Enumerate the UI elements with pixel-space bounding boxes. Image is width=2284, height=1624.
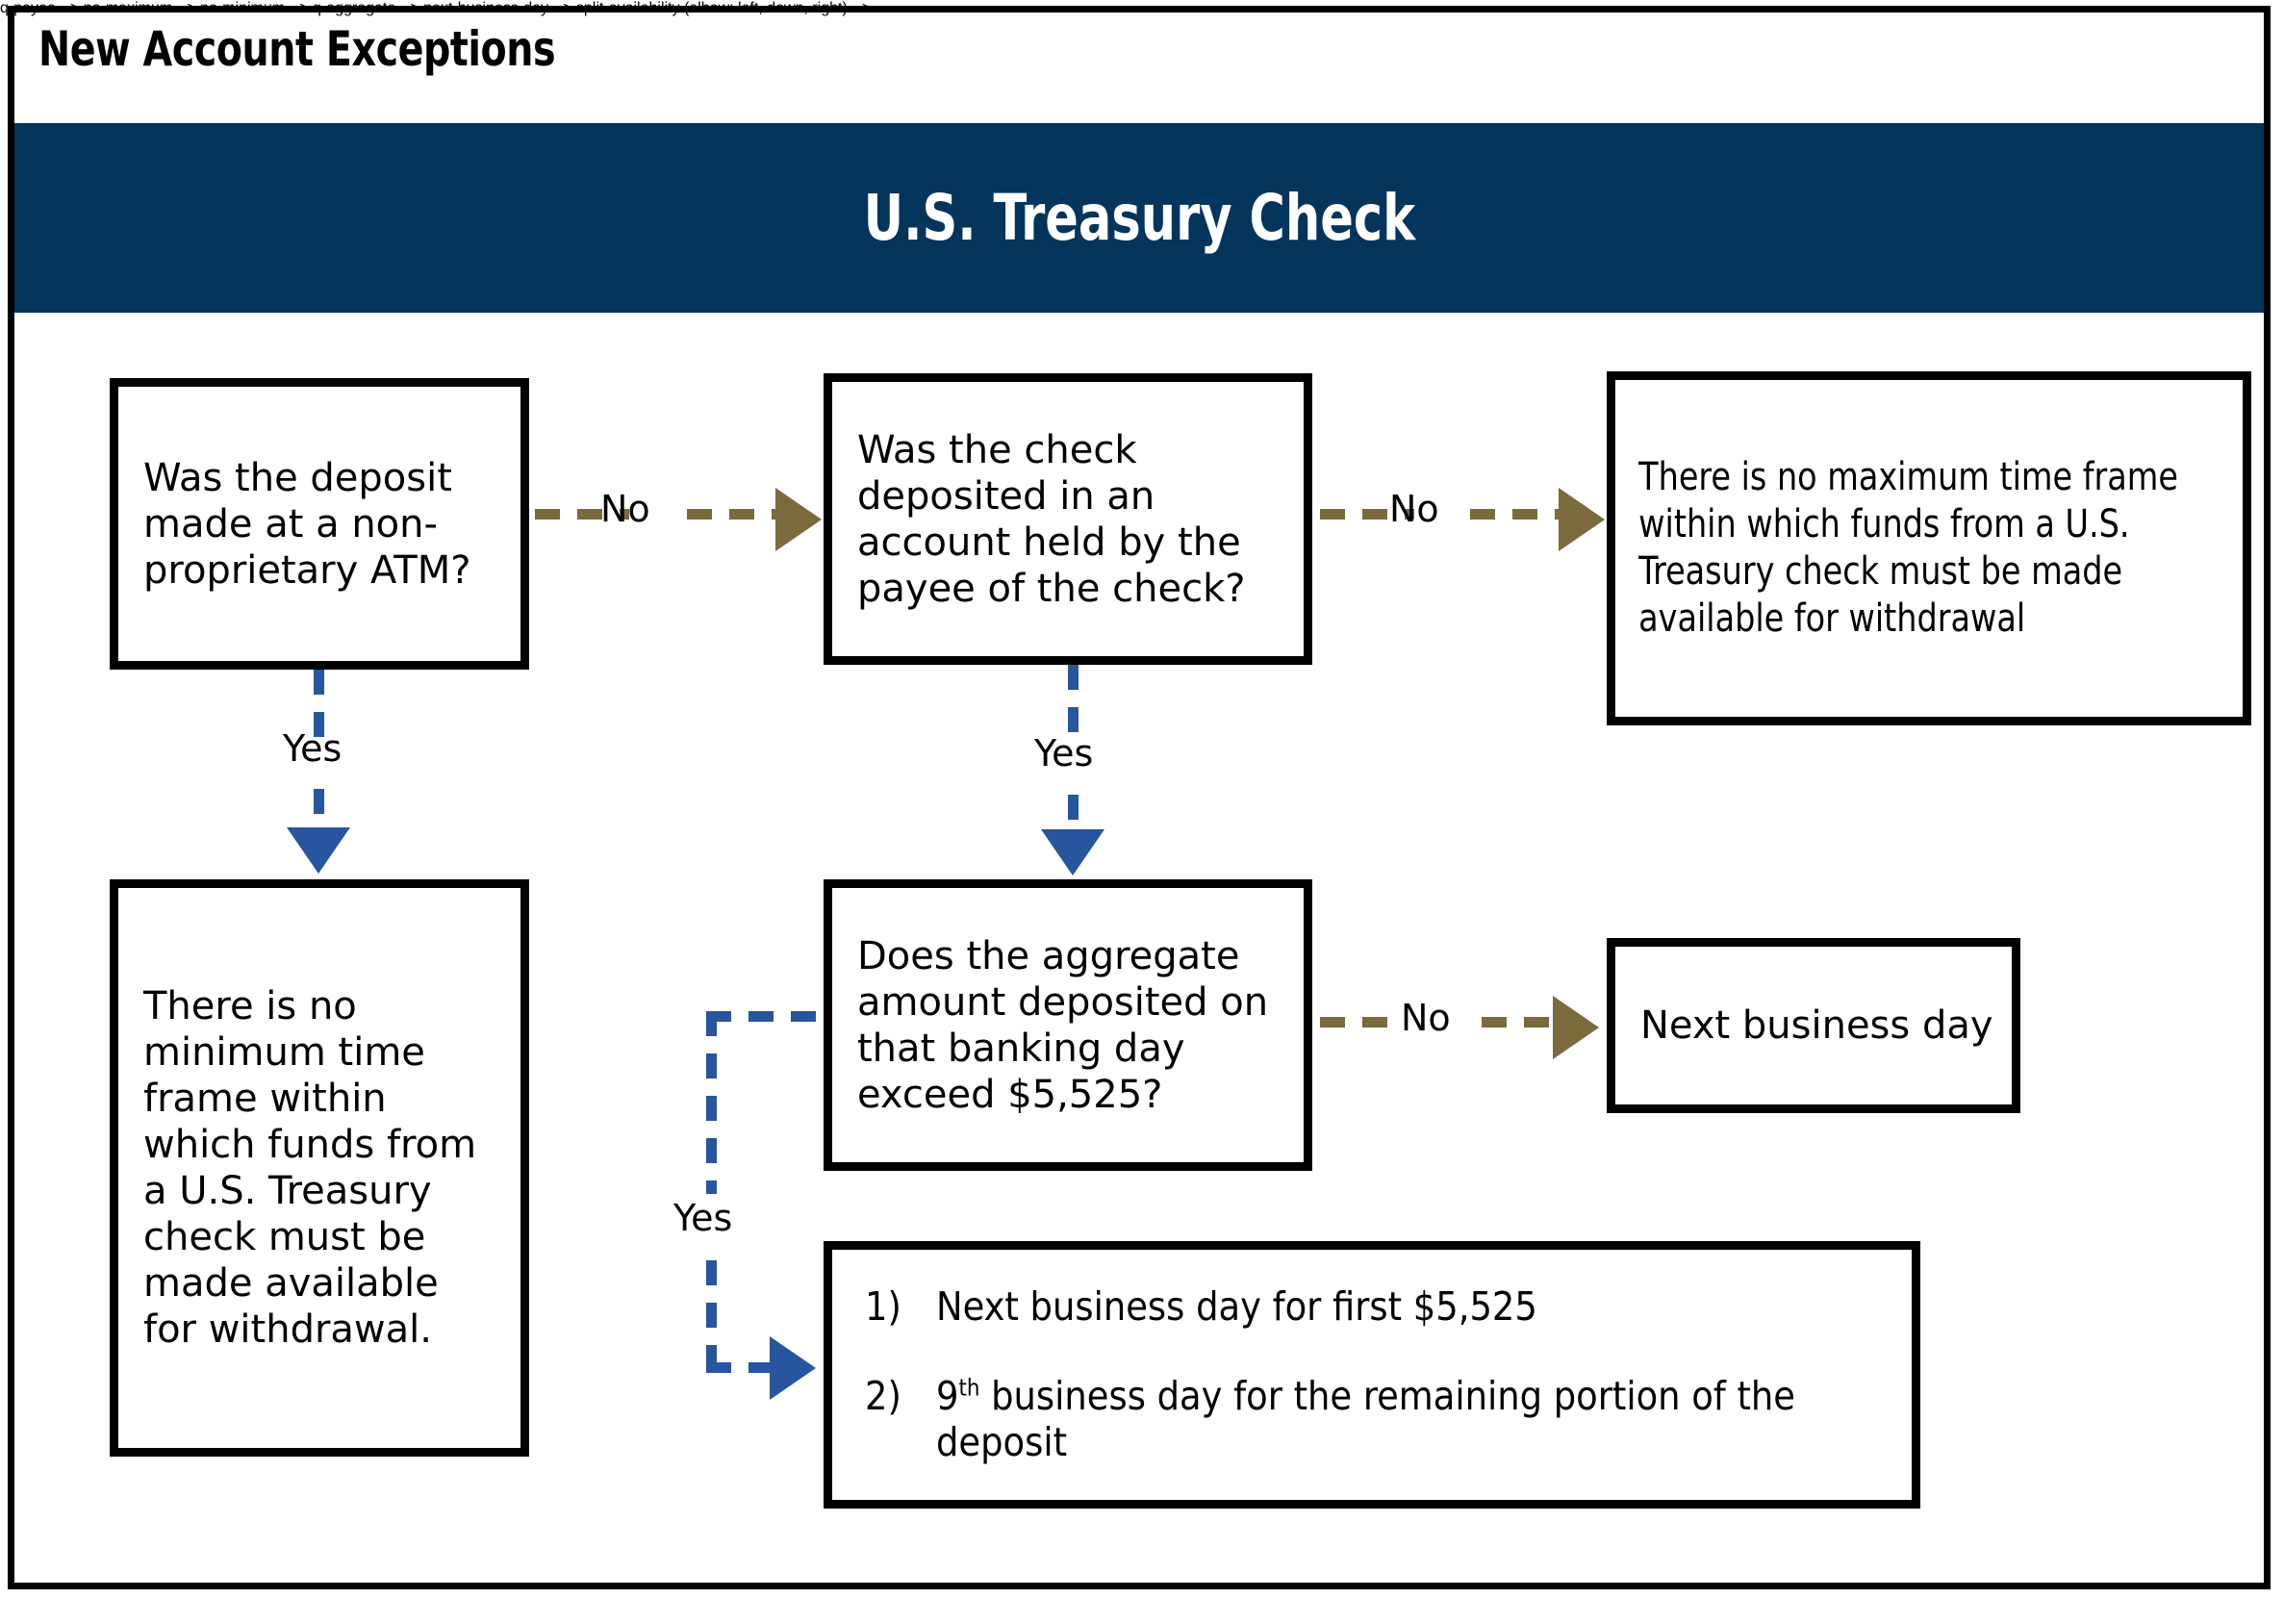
- page-title: New Account Exceptions: [38, 21, 556, 77]
- edge-atm-yes-line-bottom: [314, 789, 324, 835]
- node-no-minimum-time-frame[interactable]: There is no minimum time frame within wh…: [110, 879, 529, 1457]
- edge-aggregate-no-line-right: [1482, 1017, 1559, 1028]
- node-text: Was the deposit made at a non-proprietar…: [143, 455, 471, 593]
- node-text: There is no minimum time frame within wh…: [143, 984, 477, 1352]
- list-item-number: 1): [865, 1283, 901, 1331]
- list-item: 1) Next business day for first $5,525: [865, 1283, 1892, 1330]
- edge-payee-no-arrowhead: [1559, 488, 1605, 551]
- node-no-maximum-time-frame[interactable]: There is no maximum time frame within wh…: [1607, 371, 2251, 725]
- edge-label-aggregate-no: No: [1401, 997, 1451, 1039]
- edge-label-atm-no: No: [600, 488, 650, 530]
- edge-aggregate-yes-line-out: [706, 1362, 785, 1373]
- node-text: Next business day: [1640, 1003, 1993, 1048]
- list-item-label: 9th business day for the remaining porti…: [936, 1373, 1892, 1466]
- edge-label-payee-yes: Yes: [1034, 732, 1094, 774]
- list-item-number: 2): [865, 1372, 901, 1419]
- list-item: 2) 9th business day for the remaining po…: [865, 1373, 1892, 1466]
- edge-label-aggregate-yes: Yes: [673, 1197, 733, 1239]
- node-text: Does the aggregate amount deposited on t…: [857, 933, 1269, 1117]
- node-text: There is no maximum time frame within wh…: [1638, 455, 2178, 641]
- edge-atm-no-line-right: [687, 509, 781, 520]
- edge-payee-no-line-left: [1320, 509, 1414, 520]
- edge-label-atm-yes: Yes: [283, 727, 343, 770]
- edge-atm-no-line-left: [535, 509, 629, 520]
- edge-payee-yes-arrowhead: [1041, 829, 1104, 875]
- list-item-label: Next business day for first $5,525: [936, 1283, 1537, 1331]
- node-was-deposit-made-at-atm[interactable]: Was the deposit made at a non-proprietar…: [110, 378, 529, 670]
- edge-aggregate-no-arrowhead: [1553, 996, 1599, 1059]
- edge-aggregate-yes-line-down-upper: [706, 1011, 717, 1194]
- edge-aggregate-no-line-left: [1320, 1017, 1393, 1028]
- edge-atm-yes-line-top: [314, 670, 324, 747]
- edge-label-payee-no: No: [1389, 488, 1439, 530]
- node-split-availability[interactable]: 1) Next business day for first $5,525 2)…: [824, 1241, 1920, 1509]
- list-item-remainder: business day for the remaining portion o…: [936, 1372, 1796, 1466]
- node-does-aggregate-exceed[interactable]: Does the aggregate amount deposited on t…: [824, 879, 1312, 1171]
- edge-aggregate-yes-line-in: [706, 1011, 829, 1022]
- edge-payee-yes-line-top: [1068, 665, 1079, 742]
- banner: U.S. Treasury Check: [14, 123, 2264, 313]
- edge-payee-no-line-right: [1470, 509, 1564, 520]
- edge-payee-yes-line-bottom: [1068, 795, 1079, 837]
- edge-aggregate-yes-line-down-lower: [706, 1260, 717, 1373]
- node-text: Was the check deposited in an account he…: [857, 427, 1246, 611]
- list-item-ordinal-base: 9: [936, 1372, 959, 1419]
- edge-aggregate-yes-arrowhead: [770, 1336, 816, 1400]
- list-item-ordinal-suffix: th: [958, 1374, 980, 1402]
- node-next-business-day[interactable]: Next business day: [1607, 938, 2020, 1113]
- page-frame: [8, 6, 2271, 1589]
- banner-title: U.S. Treasury Check: [863, 181, 1415, 255]
- node-was-check-deposited-payee[interactable]: Was the check deposited in an account he…: [824, 373, 1312, 665]
- edge-atm-no-arrowhead: [775, 488, 822, 551]
- edge-atm-yes-arrowhead: [287, 827, 350, 874]
